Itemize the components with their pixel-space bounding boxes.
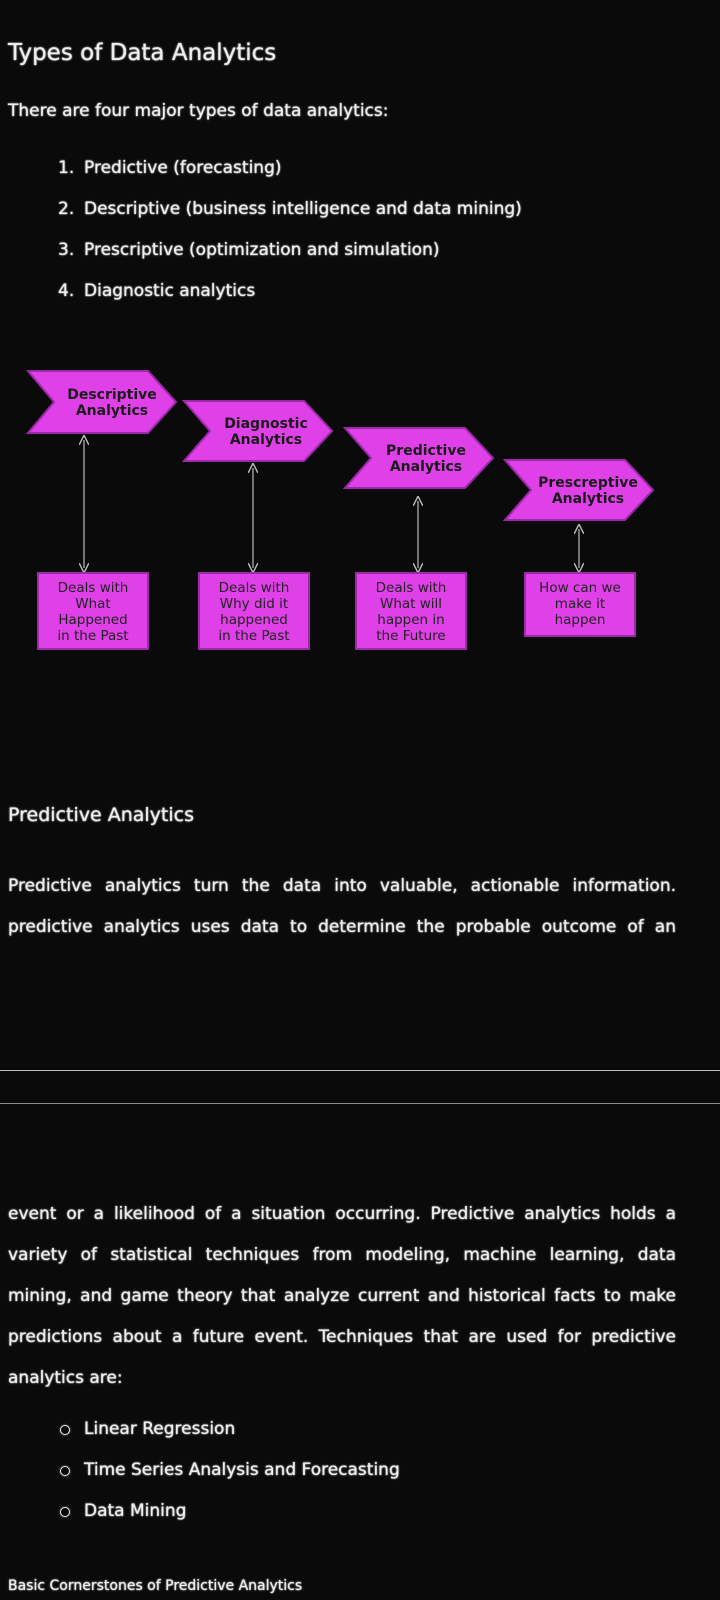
box-label: make it [555, 596, 605, 612]
types-list: 1.Predictive (forecasting) 2.Descriptive… [58, 158, 522, 322]
analytics-diagram: Descriptive Analytics Deals with What Ha… [25, 370, 655, 650]
chevron-label: Analytics [390, 459, 462, 475]
paragraph: Predictive analytics turn the data into … [8, 866, 676, 948]
list-item: 3.Prescriptive (optimization and simulat… [58, 240, 440, 260]
chevron-descriptive [25, 370, 178, 434]
box-label: Deals with [376, 580, 447, 596]
paragraph-line: event or a likelihood of a situation occ… [8, 1204, 676, 1224]
box-label: What will [380, 596, 442, 612]
description-box [198, 572, 310, 650]
stage-prescriptive: Prescreptive Analytics How can we make i… [502, 459, 655, 637]
footer-heading: Basic Cornerstones of Predictive Analyti… [8, 1578, 303, 1594]
list-item: 1.Predictive (forecasting) [58, 158, 282, 178]
description-box [355, 572, 467, 650]
chevron-diagnostic [181, 400, 334, 462]
chevron-label: Prescreptive [538, 475, 638, 491]
chevron-predictive [342, 427, 495, 489]
list-item: Linear Regression [60, 1419, 236, 1439]
box-label: Happened [58, 612, 127, 628]
list-item: Time Series Analysis and Forecasting [60, 1460, 400, 1480]
list-item: Data Mining [60, 1501, 187, 1521]
box-label: in the Past [57, 628, 128, 644]
stage-predictive: Predictive Analytics Deals with What wil… [342, 427, 495, 650]
stage-descriptive: Descriptive Analytics Deals with What Ha… [25, 370, 178, 650]
list-item: 4.Diagnostic analytics [58, 281, 256, 301]
paragraph: event or a likelihood of a situation occ… [8, 1194, 676, 1399]
box-label: Deals with [219, 580, 290, 596]
list-item: 2.Descriptive (business intelligence and… [58, 199, 522, 219]
paragraph-line: predictions about a future event. Techni… [8, 1327, 676, 1347]
box-label: How can we [539, 580, 621, 596]
chevron-label: Analytics [76, 403, 148, 419]
description-box [37, 572, 149, 650]
paragraph-line: variety of statistical techniques from m… [8, 1245, 676, 1265]
description-box [524, 572, 636, 637]
box-label: the Future [376, 628, 445, 644]
chevron-label: Analytics [230, 432, 302, 448]
page-break-bar [0, 1070, 720, 1104]
box-label: What [75, 596, 110, 612]
box-label: Why did it [220, 596, 288, 612]
chevron-label: Diagnostic [224, 416, 308, 432]
chevron-label: Analytics [552, 491, 624, 507]
chevron-prescriptive [502, 459, 655, 521]
section-heading: Predictive Analytics [8, 804, 194, 826]
paragraph-line: predictive analytics uses data to determ… [8, 917, 676, 937]
paragraph-line: analytics are: [8, 1368, 123, 1388]
intro-text: There are four major types of data analy… [8, 101, 389, 121]
paragraph-line: Predictive analytics turn the data into … [8, 876, 676, 896]
box-label: in the Past [218, 628, 289, 644]
box-label: Deals with [58, 580, 129, 596]
box-label: happened [220, 612, 288, 628]
chevron-label: Predictive [386, 443, 466, 459]
box-label: happen [555, 612, 606, 628]
stage-diagnostic: Diagnostic Analytics Deals with Why did … [181, 400, 334, 650]
techniques-list: Linear Regression Time Series Analysis a… [58, 1419, 400, 1542]
page-title: Types of Data Analytics [8, 40, 277, 66]
box-label: happen in [377, 612, 444, 628]
paragraph-line: mining, and game theory that analyze cur… [8, 1286, 676, 1306]
chevron-label: Descriptive [67, 387, 157, 403]
